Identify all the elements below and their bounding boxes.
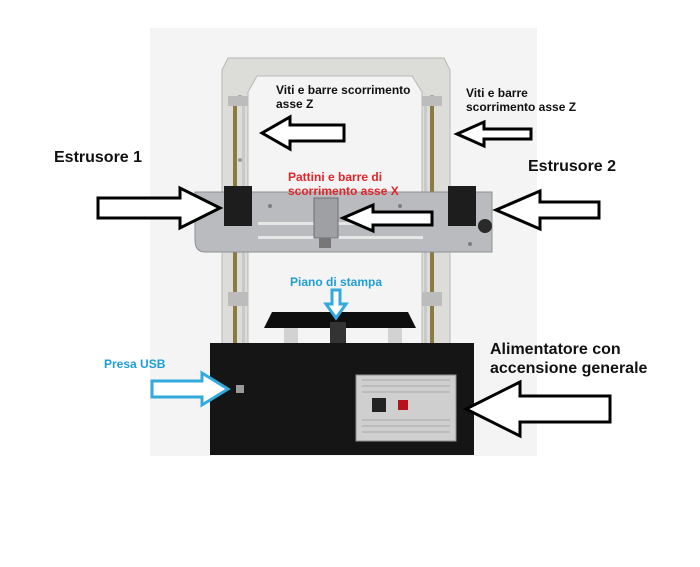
usb-port [236,385,244,393]
label-power-supply: Alimentatore con accensione generale [490,340,647,378]
arrow-z-right [453,119,533,149]
label-x-axis-line1: Pattini e barre di [288,170,383,184]
arrow-usb [150,370,231,408]
label-extruder-2: Estrusore 2 [528,158,617,175]
arrow-power-supply [462,379,612,439]
label-x-axis: Pattini e barre di scorrimento asse X [288,170,399,199]
arrow-x-axis [339,202,434,234]
printer-base [210,343,474,455]
label-z-right-line1: Viti e barre [466,86,528,100]
label-z-right: Viti e barre scorrimento asse Z [466,86,576,115]
label-power-supply-line1: Alimentatore con [490,341,621,358]
label-extruder-1: Estrusore 1 [54,149,143,166]
label-z-right-line2: scorrimento asse Z [466,100,577,115]
label-x-axis-line2: scorrimento asse X [288,184,399,199]
label-usb: Presa USB [104,357,166,371]
label-z-left-line2: asse Z [276,97,314,112]
arrow-extruder-1 [96,185,224,231]
arrow-z-left [258,114,346,152]
label-z-left-line1: Viti e barre scorrimento [276,83,411,97]
label-z-left: Viti e barre scorrimento asse Z [276,83,411,112]
arrow-bed [323,288,349,321]
label-power-supply-line2: accensione generale [490,360,648,378]
arrow-extruder-2 [492,188,601,232]
label-bed: Piano di stampa [290,275,383,289]
x-axis-carriage [194,186,493,253]
